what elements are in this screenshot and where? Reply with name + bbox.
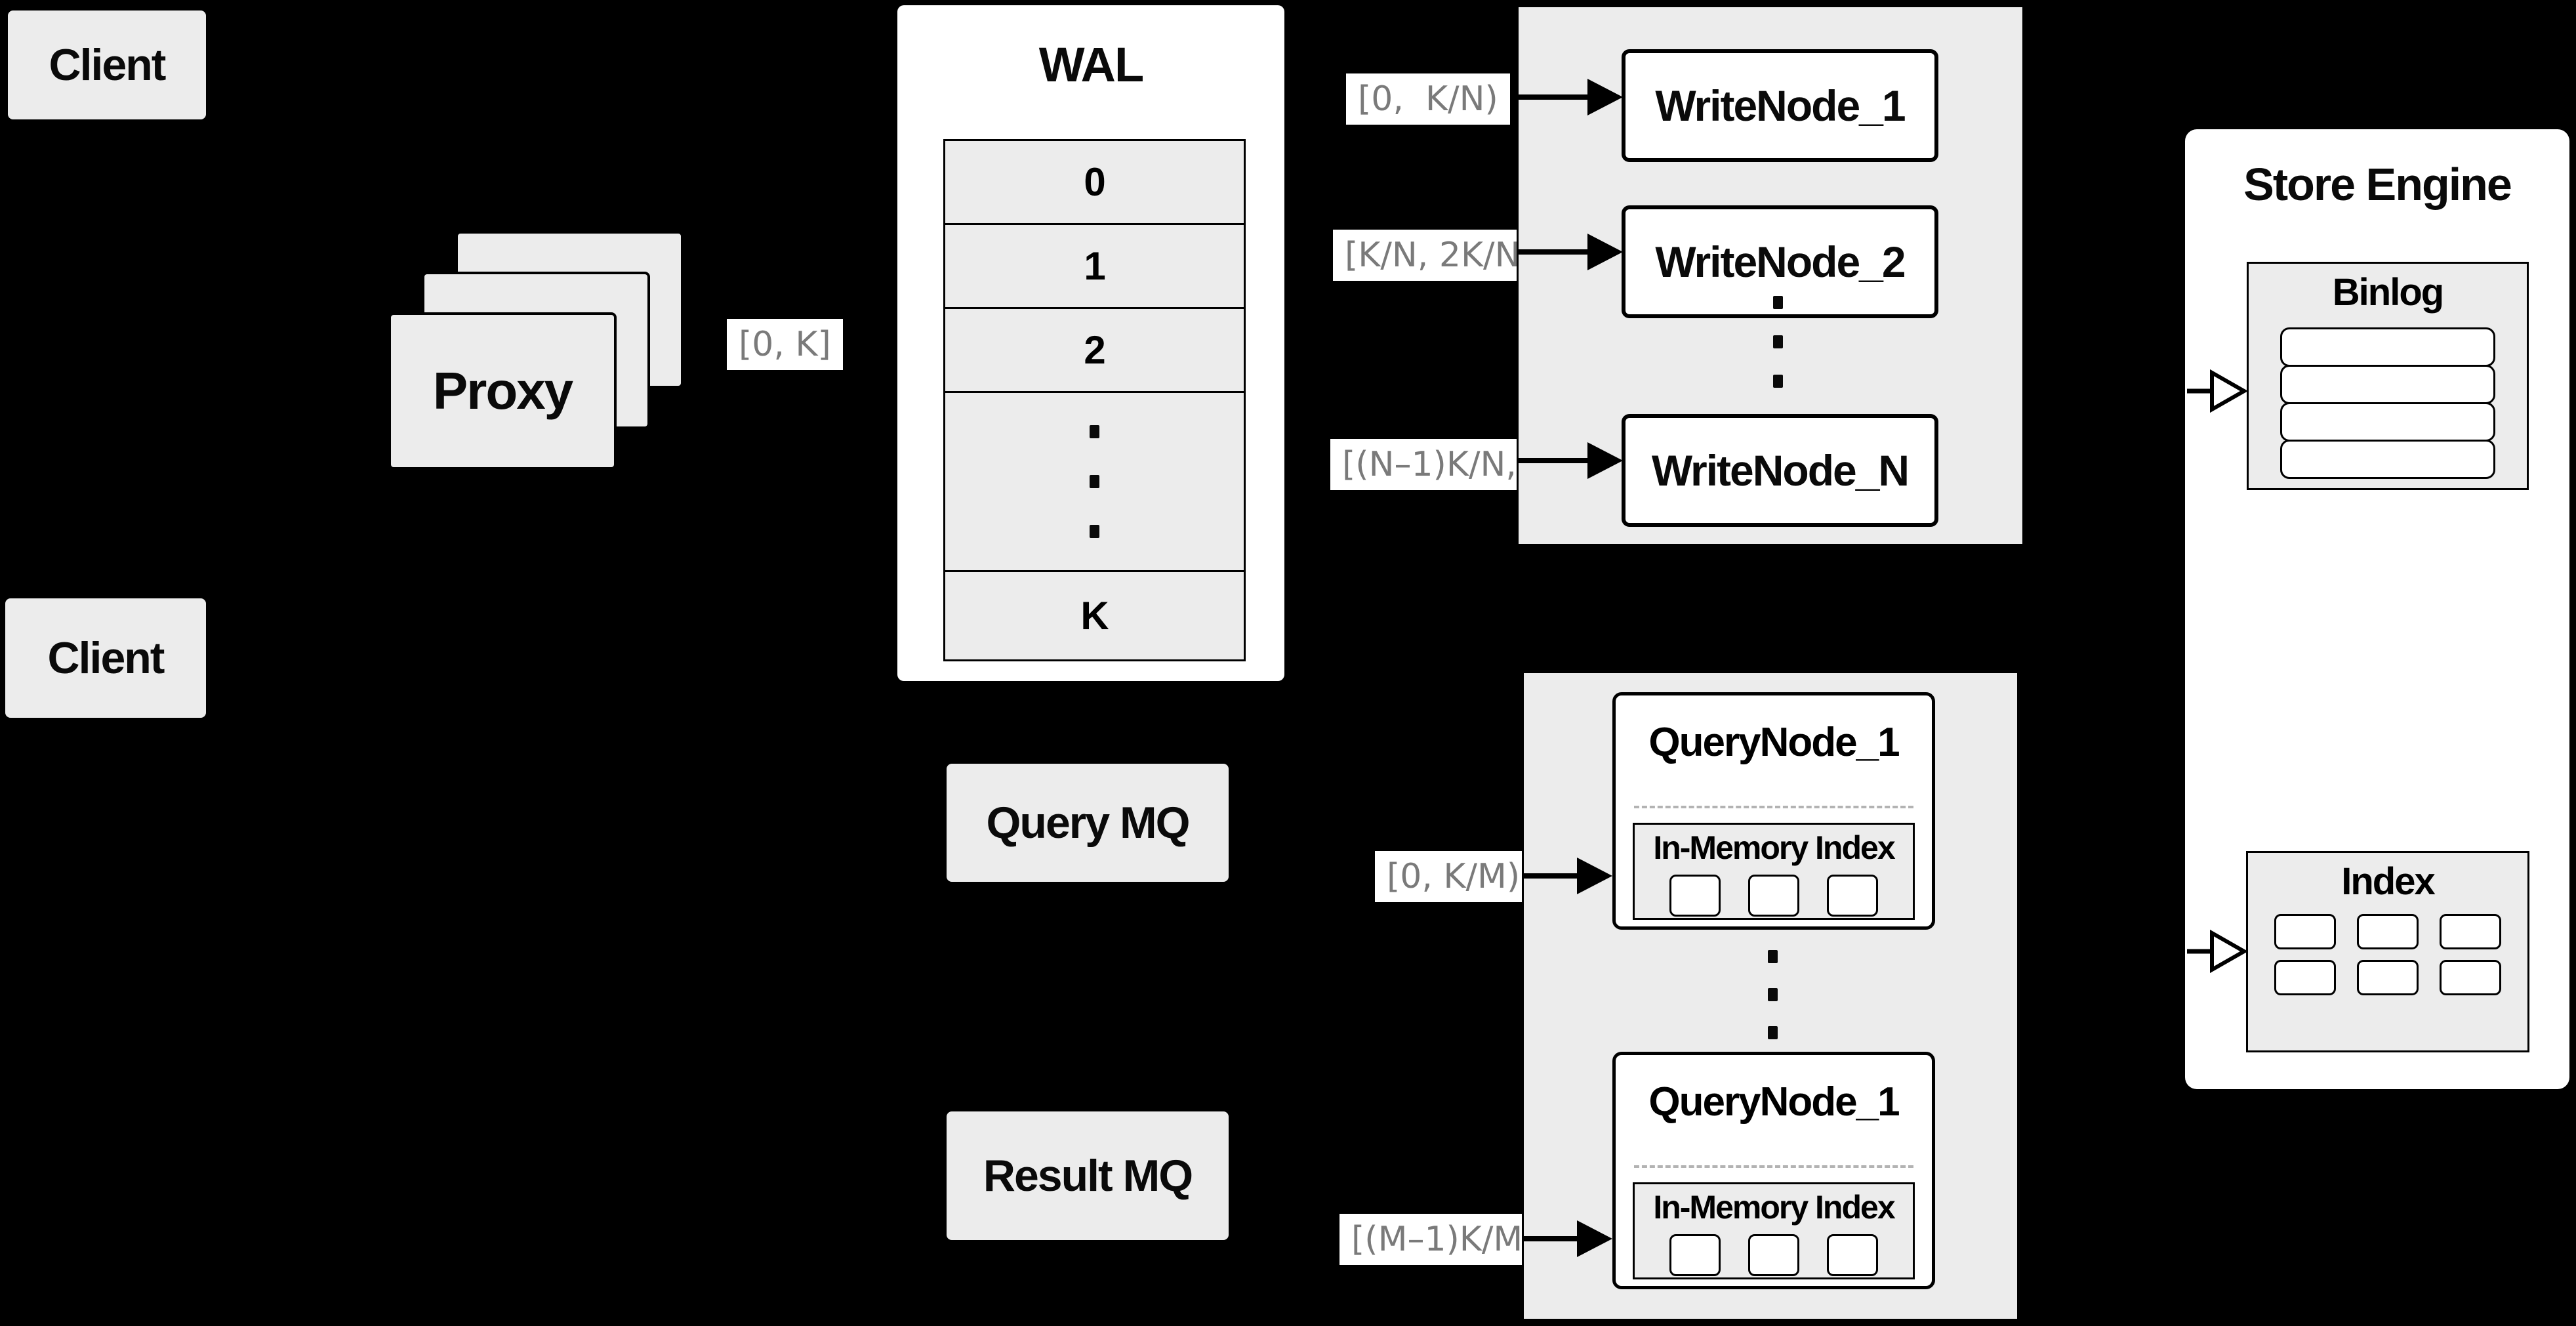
segment-cell	[1669, 1234, 1721, 1276]
ellipsis-dot	[1773, 335, 1783, 348]
wal-container: WAL 0 1 2 K	[897, 5, 1284, 681]
writenode-n-label: WriteNode_N	[1651, 446, 1910, 495]
index-cell	[2274, 914, 2336, 949]
ellipsis-dot	[1768, 1026, 1778, 1039]
binlog-row	[2280, 440, 2495, 479]
client-bottom-label: Client	[47, 633, 165, 683]
segment-cell	[1748, 875, 1799, 917]
segment-cell	[1669, 875, 1721, 917]
client-box-top: Client	[8, 10, 206, 119]
dashed-separator	[1634, 1165, 1913, 1168]
wal-row-k: K	[945, 570, 1244, 659]
wal-row-ellipsis	[945, 391, 1244, 570]
result-mq-box: Result MQ	[947, 1111, 1229, 1240]
querynode-1-box: QueryNode_1 In-Memory Index	[1612, 692, 1935, 930]
index-title: Index	[2341, 860, 2436, 903]
binlog-row	[2280, 402, 2495, 442]
query-mq-label: Query MQ	[986, 798, 1191, 848]
segment-cell	[1748, 1234, 1799, 1276]
client-box-bottom: Client	[5, 598, 206, 718]
segment-cell	[1827, 875, 1878, 917]
store-engine-title: Store Engine	[2243, 159, 2512, 210]
binlog-row	[2280, 327, 2495, 367]
wal-title-wrap: WAL	[897, 37, 1284, 93]
binlog-row	[2280, 365, 2495, 404]
index-cell	[2440, 914, 2501, 949]
ellipsis-dot	[1090, 525, 1099, 538]
index-cells-row-2	[2248, 960, 2527, 995]
range-chip-proxy: [0, K]	[727, 319, 843, 370]
binlog-title: Binlog	[2332, 271, 2444, 314]
writenode-2-label: WriteNode_2	[1655, 238, 1906, 286]
dashed-separator	[1634, 806, 1913, 808]
index-cell	[2440, 960, 2501, 995]
ellipsis-dot	[1090, 425, 1099, 438]
inmemory-index-2-title: In-Memory Index	[1653, 1189, 1895, 1226]
inmemory-index-box-2: In-Memory Index	[1633, 1182, 1915, 1279]
querynode-m-title: QueryNode_1	[1648, 1079, 1900, 1125]
wal-row-2: 2	[945, 307, 1244, 391]
wal-title: WAL	[1038, 37, 1144, 92]
range-chip-writenode-1: [0, K/N)	[1346, 73, 1510, 125]
writenode-panel: WriteNode_1 WriteNode_2 WriteNode_N	[1517, 5, 2024, 546]
index-cell	[2357, 960, 2419, 995]
inmemory-segments-2	[1635, 1234, 1913, 1276]
range-chip-querynode-1: [0, K/M)	[1375, 851, 1532, 902]
wal-row-0: 0	[1084, 160, 1105, 204]
ellipsis-dot	[1768, 988, 1778, 1001]
wal-segment-table: 0 1 2 K	[943, 139, 1246, 661]
proxy-label: Proxy	[432, 362, 573, 420]
result-mq-label: Result MQ	[983, 1151, 1193, 1201]
store-engine-box: Store Engine Binlog Index	[2185, 129, 2569, 1089]
index-box: Index	[2246, 851, 2529, 1052]
index-cells-row-1	[2248, 914, 2527, 949]
index-cell	[2274, 960, 2336, 995]
querynode-ellipsis	[1768, 945, 1778, 1044]
ellipsis-dot	[1090, 475, 1099, 488]
writenode-n-box: WriteNode_N	[1622, 414, 1938, 527]
ellipsis-dot	[1768, 950, 1778, 963]
range-chip-writenode-2: [K/N, 2K/N)	[1333, 230, 1545, 281]
inmemory-segments-1	[1635, 875, 1913, 917]
querynode-m-box: QueryNode_1 In-Memory Index	[1612, 1052, 1935, 1289]
client-top-label: Client	[49, 40, 167, 90]
wal-row-1: 1	[945, 223, 1244, 307]
inmemory-index-box-1: In-Memory Index	[1633, 823, 1915, 920]
store-engine-title-wrap: Store Engine	[2185, 158, 2569, 211]
inmemory-index-1-title: In-Memory Index	[1653, 829, 1895, 866]
segment-cell	[1827, 1234, 1878, 1276]
writenode-ellipsis	[1773, 289, 1783, 394]
ellipsis-dot	[1773, 296, 1783, 309]
writenode-1-box: WriteNode_1	[1622, 49, 1938, 162]
binlog-box: Binlog	[2247, 262, 2529, 490]
writenode-1-label: WriteNode_1	[1655, 81, 1906, 130]
proxy-card-front: Proxy	[388, 312, 617, 470]
ellipsis-dot	[1773, 375, 1783, 388]
querynode-1-title: QueryNode_1	[1648, 720, 1900, 765]
querynode-panel: QueryNode_1 In-Memory Index QueryNode_1 …	[1522, 671, 2019, 1321]
index-cell	[2357, 914, 2419, 949]
query-mq-box: Query MQ	[947, 764, 1229, 882]
